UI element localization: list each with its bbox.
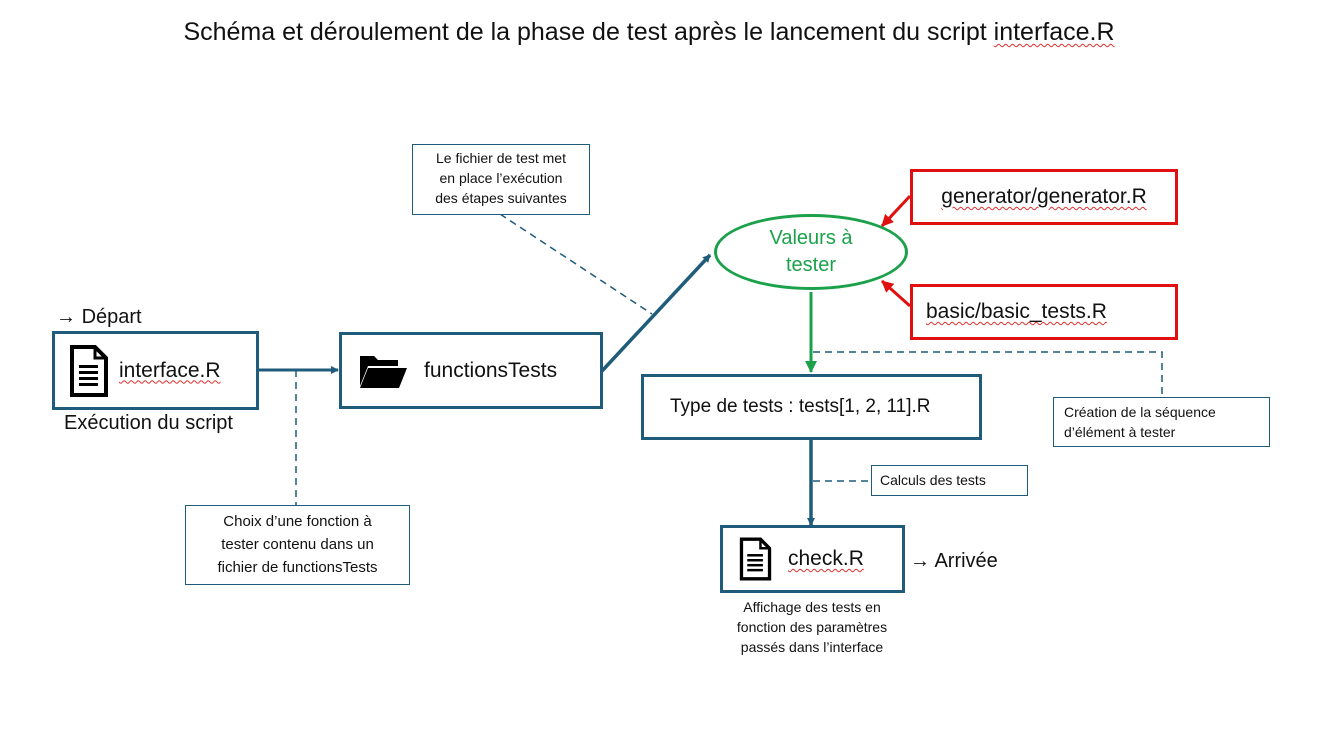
check-file-box[interactable]: check.R	[720, 525, 905, 593]
values-line-1: Valeurs à	[769, 227, 853, 249]
check-caption: Affichage des tests en fonction des para…	[736, 599, 888, 655]
start-caption: Exécution du script	[64, 412, 233, 434]
arrival-arrow-icon: →	[910, 550, 930, 572]
basic-tests-label: basic/basic_tests.R	[926, 300, 1107, 323]
note-test-calculations: Calculs des tests	[871, 465, 1028, 496]
generator-label: generator/generator.R	[941, 185, 1147, 208]
document-icon	[739, 537, 772, 581]
check-file-name: check.R	[788, 547, 864, 570]
start-label: → Départ	[56, 306, 142, 328]
dash-creation	[813, 351, 1163, 397]
functions-tests-box[interactable]: functionsTests	[339, 332, 603, 409]
values-line-2: tester	[785, 254, 837, 276]
arrow-generator-to-values	[880, 194, 912, 228]
folder-open-icon	[360, 355, 407, 388]
functions-tests-label: functionsTests	[424, 358, 558, 382]
interface-file-name: interface.R	[119, 358, 221, 382]
diagram-title: Schéma et déroulement de la phase de tes…	[0, 18, 1298, 47]
test-types-label: Type de tests : tests[1, 2, 11].R	[670, 396, 931, 417]
start-arrow-icon: →	[56, 306, 76, 328]
arrow-functions-to-values	[600, 253, 712, 373]
note-test-file: Le fichier de test met en place l’exécut…	[412, 144, 590, 215]
values-to-test-ellipse[interactable]: Valeurs à tester	[714, 214, 908, 290]
test-types-box[interactable]: Type de tests : tests[1, 2, 11].R	[641, 374, 982, 440]
document-icon	[70, 344, 108, 397]
note-sequence-creation: Création de la séquence d’élément à test…	[1053, 397, 1270, 447]
arrow-basic-to-values	[881, 279, 911, 308]
dash-fichier-test	[499, 213, 653, 315]
title-highlight: interface.R	[993, 18, 1115, 46]
basic-tests-box[interactable]: basic/basic_tests.R	[910, 284, 1178, 340]
arrival-label: → Arrivée	[910, 550, 998, 572]
interface-file-box[interactable]: interface.R	[52, 331, 259, 410]
generator-box[interactable]: generator/generator.R	[910, 169, 1178, 225]
title-text: Schéma et déroulement de la phase de tes…	[183, 18, 994, 46]
note-choose-function: Choix d’une fonction à tester contenu da…	[185, 505, 410, 585]
